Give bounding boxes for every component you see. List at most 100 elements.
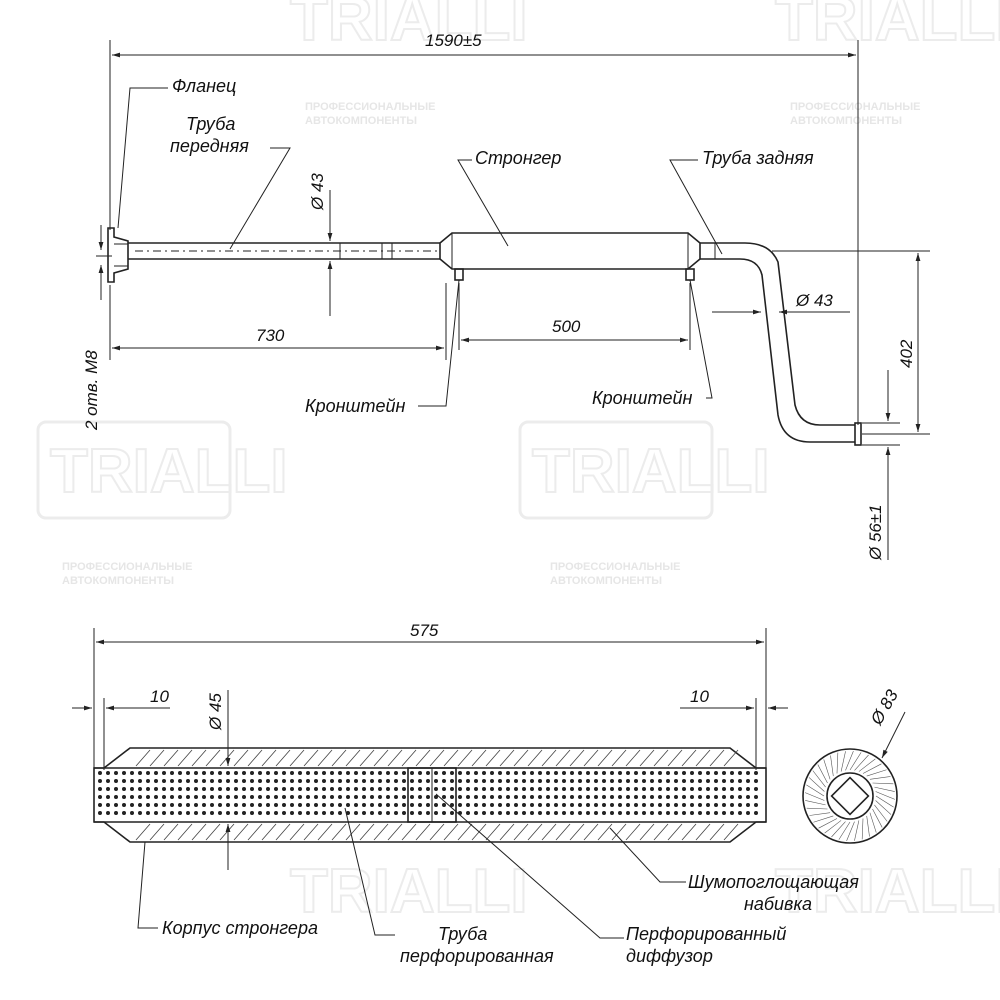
perforation-hole	[322, 803, 326, 807]
perforation-hole	[538, 771, 542, 775]
perforation-hole	[522, 795, 526, 799]
perforation-hole	[378, 779, 382, 783]
hatch-line	[625, 823, 641, 841]
perforation-hole	[410, 795, 414, 799]
hatch-line	[247, 749, 263, 767]
perforation-hole	[98, 771, 102, 775]
end-view-diffuser	[830, 776, 870, 816]
perforation-hole	[146, 803, 150, 807]
perforation-hole	[386, 803, 390, 807]
perforation-hole	[362, 803, 366, 807]
perforation-hole	[482, 795, 486, 799]
perforation-hole	[450, 803, 454, 807]
perforation-hole	[530, 771, 534, 775]
hatch-line	[401, 749, 417, 767]
end-view-hatch	[805, 751, 895, 841]
perforation-hole	[490, 803, 494, 807]
perforation-hole	[586, 811, 590, 815]
perforation-hole	[618, 779, 622, 783]
perforation-hole	[514, 803, 518, 807]
perforation-hole	[106, 787, 110, 791]
perforation-hole	[322, 795, 326, 799]
perforation-holes	[98, 771, 758, 815]
dimension-730-text: 730	[256, 326, 285, 345]
perforation-hole	[274, 779, 278, 783]
hatch-line	[808, 777, 825, 792]
perforation-hole	[314, 787, 318, 791]
perforation-hole	[714, 771, 718, 775]
rear-pipe	[700, 242, 855, 426]
perforation-hole	[354, 795, 358, 799]
leader-stronger-body	[137, 841, 158, 929]
hatch-line	[639, 823, 655, 841]
perforation-hole	[130, 795, 134, 799]
perforation-hole	[98, 803, 102, 807]
perforation-hole	[170, 811, 174, 815]
perforation-hole	[450, 795, 454, 799]
perforation-hole	[378, 803, 382, 807]
stronger-body	[439, 232, 701, 270]
hatch-line	[823, 759, 831, 780]
perforation-hole	[114, 803, 118, 807]
perforation-hole	[418, 803, 422, 807]
perforation-hole	[714, 779, 718, 783]
label-flange: Фланец	[172, 76, 236, 96]
label-packing: набивка	[744, 894, 812, 914]
perforation-hole	[506, 787, 510, 791]
perforation-hole	[682, 803, 686, 807]
perforation-hole	[634, 795, 638, 799]
perforation-hole	[146, 795, 150, 799]
perforation-hole	[426, 803, 430, 807]
hatch-line	[625, 749, 641, 767]
perforation-hole	[538, 811, 542, 815]
stronger-body-outline	[93, 747, 767, 843]
perforation-hole	[730, 795, 734, 799]
perforation-hole	[362, 795, 366, 799]
perforation-hole	[554, 795, 558, 799]
perforation-hole	[290, 811, 294, 815]
perforation-hole	[138, 787, 142, 791]
watermark-group: TRIALLI TRIALLI ПРОФЕССИОНАЛЬНЫЕ АВТОКОМ…	[36, 0, 1000, 927]
hatch-line	[597, 823, 613, 841]
perforation-hole	[514, 811, 518, 815]
perforation-hole	[234, 803, 238, 807]
perforation-hole	[218, 811, 222, 815]
perforation-hole	[426, 795, 430, 799]
holes-label: 2 отв. М8	[82, 350, 101, 431]
hatch-line	[261, 749, 277, 767]
perforation-hole	[258, 787, 262, 791]
label-front-pipe: Труба	[186, 114, 235, 134]
perforation-hole	[738, 771, 742, 775]
hatch-line	[854, 820, 860, 841]
perforation-hole	[666, 771, 670, 775]
perforation-hole	[458, 803, 462, 807]
perforation-hole	[274, 771, 278, 775]
perforation-hole	[346, 803, 350, 807]
perforation-hole	[290, 795, 294, 799]
perforation-hole	[114, 779, 118, 783]
perforation-hole	[322, 787, 326, 791]
perforation-hole	[114, 811, 118, 815]
perforation-hole	[690, 787, 694, 791]
hatch-line	[135, 823, 151, 841]
perforation-hole	[122, 795, 126, 799]
watermark-brand: TRIALLI	[532, 437, 770, 506]
perforation-hole	[178, 779, 182, 783]
hatch-line	[219, 749, 235, 767]
perforation-hole	[354, 779, 358, 783]
perforation-hole	[210, 771, 214, 775]
hatch-line	[527, 823, 543, 841]
perforation-hole	[282, 787, 286, 791]
perforation-hole	[482, 779, 486, 783]
exhaust-assembly-view: 1590±5 Ø 43 730	[82, 31, 930, 561]
perforation-hole	[386, 795, 390, 799]
perforation-hole	[402, 811, 406, 815]
label-perforated-pipe: перфорированная	[400, 946, 554, 966]
hatch-line	[583, 749, 599, 767]
perforation-hole	[410, 779, 414, 783]
perforation-hole	[226, 803, 230, 807]
hatch-line	[695, 749, 711, 767]
perforation-hole	[298, 787, 302, 791]
perforation-hole	[522, 779, 526, 783]
perforation-hole	[330, 811, 334, 815]
